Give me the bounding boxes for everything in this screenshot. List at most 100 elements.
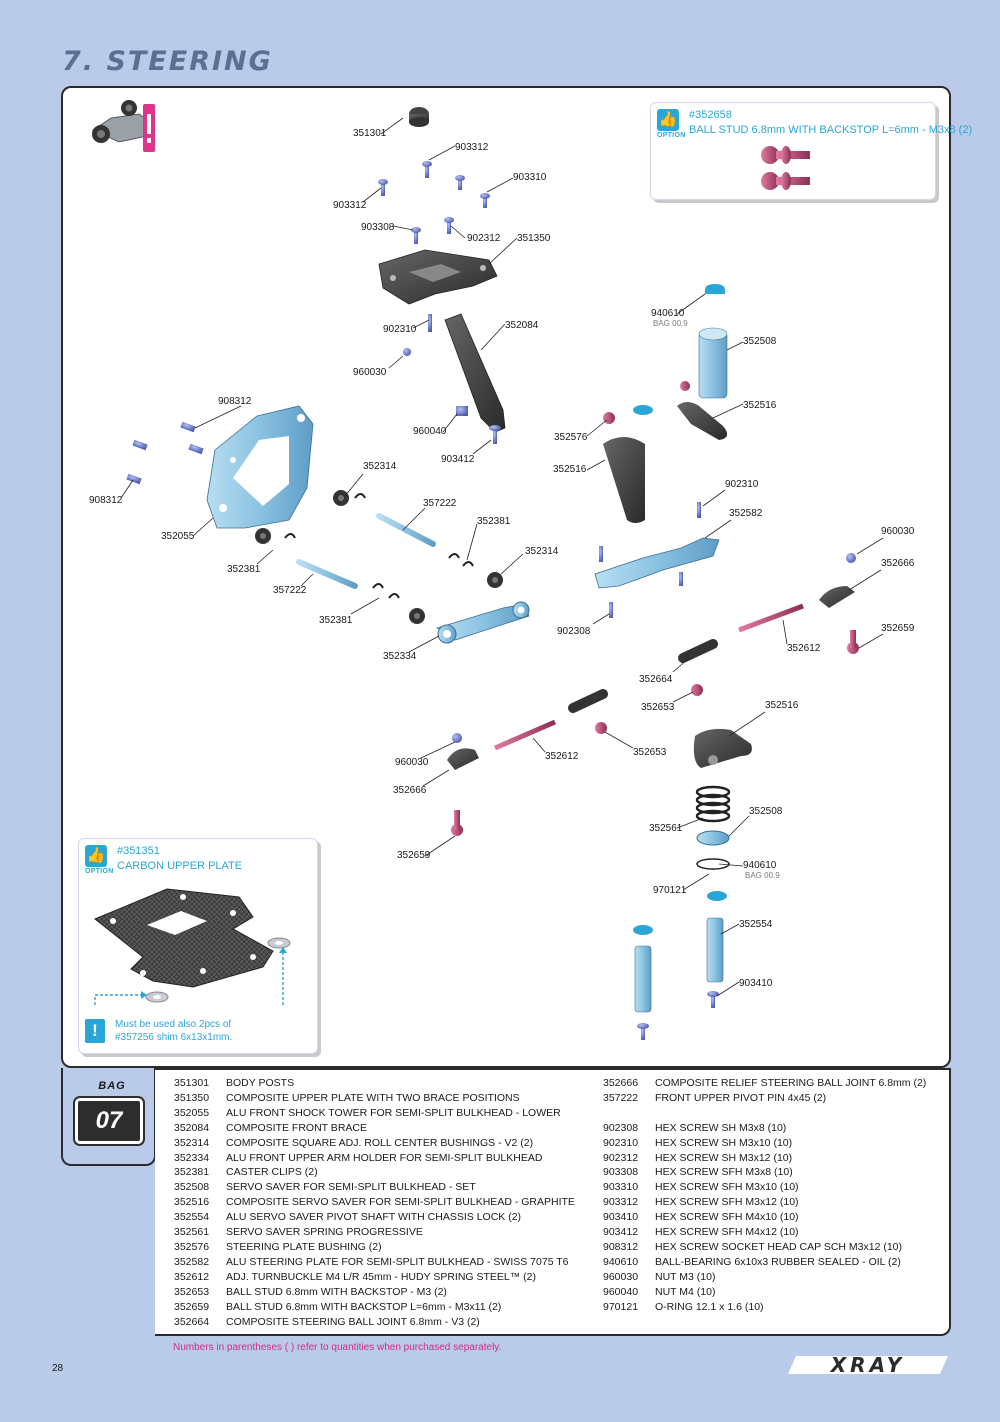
thumbs-up-icon: 👍 [85,845,107,867]
part-name: COMPOSITE STEERING BALL JOINT 6.8mm - V3… [226,1315,480,1328]
car-thumbnail [89,98,155,154]
xray-logo-text: XRAY [829,1353,906,1377]
servo-saver-upper [603,284,728,523]
part-code: 352334 [174,1151,210,1164]
part-name: HEX SCREW SOCKET HEAD CAP SCH M3x12 (10) [655,1240,903,1253]
part-code: 903412 [603,1226,639,1239]
shock-tower [206,405,314,529]
part-label: 351301 [353,128,387,139]
part-code: 352612 [174,1270,210,1283]
part-name: BALL-BEARING 6x10x3 RUBBER SEALED - OIL … [655,1255,901,1268]
part-code: 352055 [174,1106,210,1119]
section-title: 7. STEERING [62,46,273,77]
option-part-description: CARBON UPPER PLATE [117,860,243,872]
part-label: 903312 [455,142,489,153]
part-label: 357222 [423,498,457,509]
part-name: STEERING PLATE BUSHING (2) [226,1240,382,1253]
part-label: 352554 [739,919,773,930]
option-badge: 👍 OPTION [85,845,114,879]
part-label: 902308 [557,626,591,637]
part-label: 352653 [641,702,675,713]
bag-number-badge: 07 [75,1098,143,1144]
part-label: 903308 [361,222,395,233]
option-ball-stud-box: 👍 OPTION #352658 BALL STUD 6.8mm WITH BA… [650,102,972,200]
option-part-code: #352658 [689,109,732,121]
part-label: 352659 [397,850,431,861]
parts-list-row: 903412 HEX SCREW SFH M4x12 (10) [603,1225,926,1240]
steering-plate [594,502,720,618]
part-label: 352664 [639,674,673,685]
part-label: 352381 [477,516,511,527]
warning-line-1: Must be used also 2pcs of [115,1019,232,1030]
part-name: BODY POSTS [226,1077,295,1089]
part-name: COMPOSITE RELIEF STEERING BALL JOINT 6.8… [655,1077,927,1089]
part-code: 940610 [603,1255,639,1268]
part-label: 960030 [881,526,915,537]
part-name: ALU FRONT UPPER ARM HOLDER FOR SEMI-SPLI… [226,1151,543,1164]
thumbs-up-icon: 👍 [657,109,679,131]
part-code: 352314 [174,1136,210,1149]
part-name: HEX SCREW SH M3x12 (10) [655,1151,793,1164]
part-label: 352516 [743,400,777,411]
part-code: 903410 [603,1211,639,1224]
option-part-code: #351351 [117,845,160,857]
option-badge-label: OPTION [85,868,114,875]
part-code: 960030 [603,1270,639,1283]
upper-plate [378,249,498,305]
parts-list-row: 903410 HEX SCREW SFH M4x10 (10) [603,1210,926,1225]
part-label: 352659 [881,623,915,634]
bag-number: 07 [95,1107,123,1134]
part-code: 351350 [174,1091,210,1104]
warning-line-2: #357256 shim 6x13x1mm. [115,1032,233,1043]
part-label: 352314 [363,461,397,472]
part-label: 940610 [651,308,685,319]
part-name: ALU FRONT SHOCK TOWER FOR SEMI-SPLIT BUL… [226,1106,561,1119]
parts-list-row: 908312 HEX SCREW SOCKET HEAD CAP SCH M3x1… [603,1240,926,1255]
part-label: 352055 [161,531,195,542]
part-code: 902308 [603,1121,639,1134]
parts-list-panel [155,1068,951,1336]
part-name: HEX SCREW SFH M4x10 (10) [655,1211,799,1224]
leader-lines [120,117,884,997]
part-name: HEX SCREW SFH M4x12 (10) [655,1226,799,1239]
part-label: 352516 [765,700,799,711]
part-label: 960030 [353,367,387,378]
warning-exclamation-icon: ! [85,1019,105,1043]
part-name: ALU STEERING PLATE FOR SEMI-SPLIT BULKHE… [226,1255,569,1268]
upper-plate-screws [378,161,490,244]
option-carbon-plate-box: 👍 OPTION #351351 CARBON UPPER PLATE ! Mu… [78,838,318,1054]
part-name: HEX SCREW SH M3x10 (10) [655,1136,793,1149]
part-label: 903412 [441,454,475,465]
part-label: 970121 [653,885,687,896]
parts-list-row: 940610 BALL-BEARING 6x10x3 RUBBER SEALED … [603,1255,926,1270]
part-name: BALL STUD 6.8mm WITH BACKSTOP L=6mm - M3… [226,1300,502,1313]
part-name: CASTER CLIPS (2) [226,1166,318,1179]
parts-list-row: 352334 ALU FRONT UPPER ARM HOLDER FOR SEM… [174,1151,575,1166]
parts-list-row: 352084 COMPOSITE FRONT BRACE [174,1121,575,1136]
part-label: 960030 [395,757,429,768]
part-name: NUT M4 (10) [655,1285,716,1298]
part-label: 352666 [393,785,427,796]
part-name: COMPOSITE FRONT BRACE [226,1121,367,1134]
part-name: O-RING 12.1 x 1.6 (10) [655,1300,764,1313]
part-code: 352653 [174,1285,210,1298]
part-code: 352084 [174,1121,210,1134]
part-label-bag: BAG 00.9 [653,319,688,328]
part-code: 357222 [603,1091,639,1104]
part-code: 908312 [603,1240,639,1253]
option-badge-label: OPTION [657,132,686,139]
part-label: 352334 [383,651,417,662]
part-label: 352561 [649,823,683,834]
part-code: 352381 [174,1166,210,1179]
pivot-pins [296,513,436,589]
part-label: 351350 [517,233,551,244]
